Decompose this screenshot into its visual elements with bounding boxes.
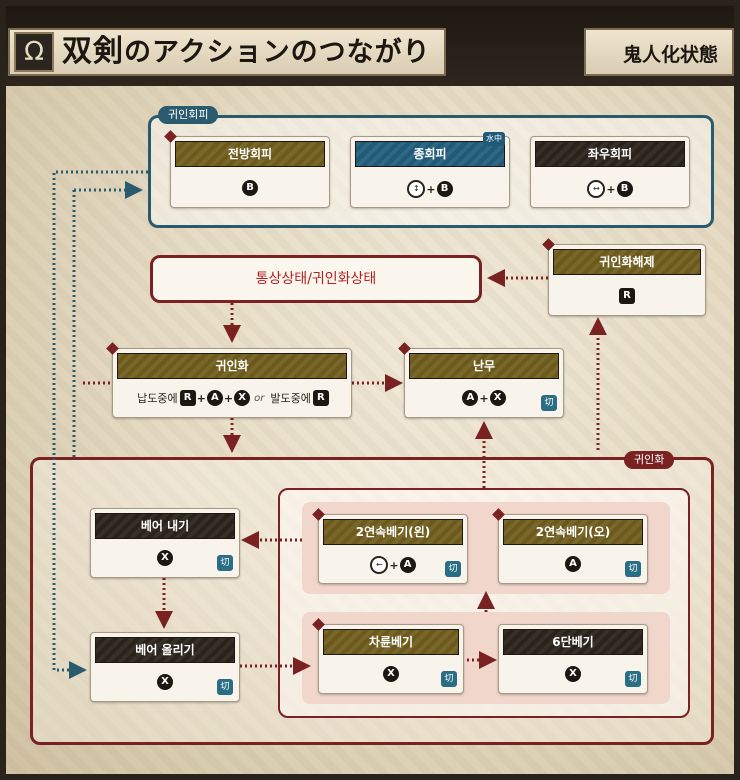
card-inputs: X <box>91 550 239 570</box>
card-inputs: X <box>319 666 463 686</box>
card-inputs: ↕+B <box>351 180 509 200</box>
cancel-kanji-badge: 切 <box>445 561 461 577</box>
plus-sign: + <box>389 558 399 572</box>
card-double-slash-right[interactable]: 2연속베기(오) A 切 <box>492 508 648 584</box>
cancel-kanji-badge: 切 <box>217 679 233 695</box>
cancel-kanji-badge: 切 <box>217 555 233 571</box>
card-inputs: R <box>549 288 705 308</box>
sheathed-text: 납도중에 <box>137 392 178 405</box>
card-slash-up[interactable]: 베어 올리기 X 切 <box>90 632 240 702</box>
dual-blades-icon: Ω <box>14 32 54 72</box>
card-inputs: A <box>499 556 647 576</box>
card-rampage[interactable]: 난무 A+X 切 <box>398 342 564 418</box>
left-stick-sideways-icon: ↔ <box>587 180 606 198</box>
cancel-kanji-badge: 切 <box>441 671 457 687</box>
card-inputs: ↔+B <box>531 180 689 200</box>
card-label: 차륜베기 <box>323 629 459 655</box>
card-label: 좌우회피 <box>535 141 685 167</box>
r-button-icon: R <box>179 390 196 406</box>
evade-group-tag: 귀인회피 <box>158 106 219 124</box>
page-title: 双剣のアクションのつながり <box>62 30 431 74</box>
card-front-evade[interactable]: 전방회피 B <box>164 130 330 208</box>
b-button-icon: B <box>436 181 453 197</box>
left-stick-back-icon: ← <box>370 556 389 574</box>
card-wheel-slash[interactable]: 차륜베기 X 切 <box>312 618 464 694</box>
x-button-icon: X <box>383 666 399 682</box>
x-button-icon: X <box>489 390 506 406</box>
r-button-icon: R <box>312 390 329 406</box>
card-label: 베어 내기 <box>95 513 235 539</box>
title-suffix: のアクションのつながり <box>124 37 431 68</box>
cancel-kanji-badge: 切 <box>625 671 641 687</box>
plus-sign: + <box>223 391 234 405</box>
or-text: or <box>254 392 265 404</box>
left-stick-updown-icon: ↕ <box>407 180 426 198</box>
a-button-icon: A <box>462 390 479 406</box>
cancel-kanji-badge: 切 <box>625 561 641 577</box>
r-button-icon: R <box>619 288 635 304</box>
plus-sign: + <box>479 391 489 405</box>
b-button-icon: B <box>242 180 258 196</box>
x-button-icon: X <box>565 666 581 682</box>
card-label: 난무 <box>409 353 559 379</box>
arrow-left-line <box>52 170 148 679</box>
b-button-icon: B <box>616 181 633 197</box>
demon-group-tag: 귀인화 <box>624 451 675 469</box>
cancel-kanji-badge: 切 <box>541 395 557 411</box>
card-inputs: A+X <box>405 390 563 410</box>
card-label: 종회피 <box>355 141 505 167</box>
card-label: 2연속베기(오) <box>503 519 643 545</box>
card-label: 2연속베기(왼) <box>323 519 463 545</box>
plus-sign: + <box>606 182 616 196</box>
drawn-text: 발도중에 <box>270 392 311 405</box>
card-slash-out[interactable]: 베어 내기 X 切 <box>90 508 240 578</box>
card-label: 전방회피 <box>175 141 325 167</box>
card-label: 베어 올리기 <box>95 637 235 663</box>
card-label: 6단베기 <box>503 629 643 655</box>
mode-plate <box>584 28 734 76</box>
mode-label: 鬼人化状態 <box>622 44 718 66</box>
card-side-evade[interactable]: 좌우회피 ↔+B <box>530 136 690 208</box>
a-button-icon: A <box>565 556 581 572</box>
card-double-slash-left[interactable]: 2연속베기(왼) ←+A 切 <box>312 508 468 584</box>
card-demon-release[interactable]: 귀인화해제 R <box>542 238 706 316</box>
card-inputs: B <box>171 180 329 200</box>
a-button-icon: A <box>399 557 416 573</box>
card-inputs: ←+A <box>319 556 467 576</box>
underwater-badge: 水中 <box>483 132 505 146</box>
card-inputs: X <box>499 666 647 686</box>
x-button-icon: X <box>157 550 173 566</box>
title-weapon: 双剣 <box>62 34 124 69</box>
title-plate <box>8 28 446 76</box>
card-six-slash[interactable]: 6단베기 X 切 <box>498 624 648 694</box>
card-inputs: X <box>91 674 239 694</box>
x-button-icon: X <box>157 674 173 690</box>
x-button-icon: X <box>234 390 251 406</box>
plus-sign: + <box>426 182 436 196</box>
state-box[interactable]: 통상상태/귀인화상태 <box>150 255 482 303</box>
plus-sign: + <box>196 391 206 405</box>
a-button-icon: A <box>206 390 223 406</box>
card-label: 귀인화 <box>117 353 347 379</box>
card-label: 귀인화해제 <box>553 249 701 275</box>
card-vertical-evade[interactable]: 종회피 水中 ↕+B <box>350 132 510 208</box>
